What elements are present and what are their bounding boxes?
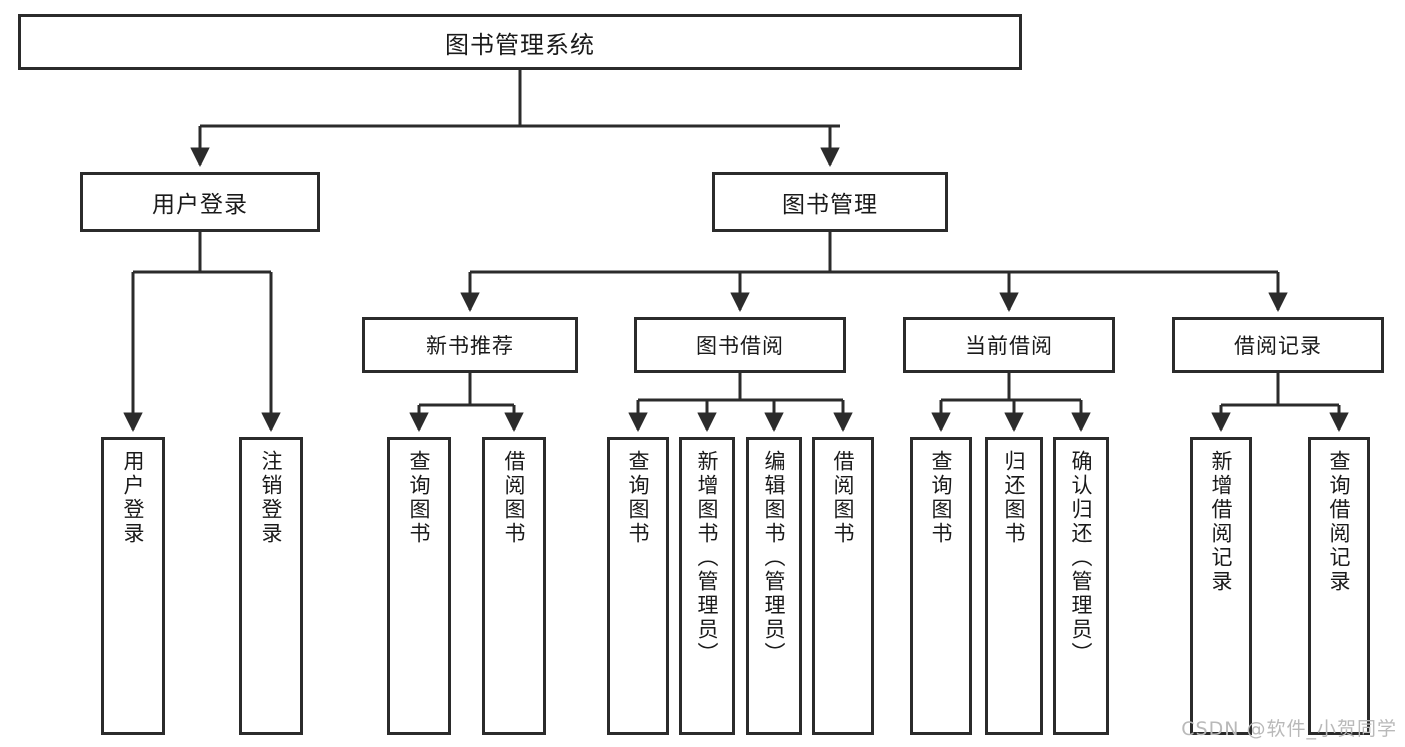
leaf-node-label: 借阅图书: [502, 450, 527, 546]
leaf-node-label: 查询借阅记录: [1327, 450, 1352, 594]
leaf-node-label: 编辑图书（管理员）: [762, 450, 787, 666]
level2-node-label: 用户登录: [152, 192, 248, 218]
leaf-node-11[interactable]: 新增借阅记录: [1190, 437, 1252, 735]
csdn-watermark: CSDN @软件_小贺同学: [1181, 718, 1397, 740]
leaf-node-0[interactable]: 用户登录: [101, 437, 165, 735]
leaf-node-label: 用户登录: [121, 450, 146, 546]
leaf-node-12[interactable]: 查询借阅记录: [1308, 437, 1370, 735]
leaf-node-5[interactable]: 新增图书（管理员）: [679, 437, 735, 735]
leaf-node-6[interactable]: 编辑图书（管理员）: [746, 437, 802, 735]
level3-node-label: 当前借阅: [965, 334, 1053, 358]
leaf-node-label: 查询图书: [407, 450, 432, 546]
leaf-node-label: 查询图书: [929, 450, 954, 546]
root-node-label: 图书管理系统: [445, 30, 595, 59]
leaf-node-label: 确认归还（管理员）: [1069, 450, 1094, 666]
leaf-node-label: 新增图书（管理员）: [695, 450, 720, 666]
leaf-node-label: 注销登录: [259, 450, 284, 546]
level3-node-label: 借阅记录: [1234, 334, 1322, 358]
level2-node-label: 图书管理: [782, 192, 878, 218]
leaf-node-9[interactable]: 归还图书: [985, 437, 1043, 735]
level3-node-label: 新书推荐: [426, 334, 514, 358]
leaf-node-1[interactable]: 注销登录: [239, 437, 303, 735]
level2-node-1[interactable]: 图书管理: [712, 172, 948, 232]
level3-node-1[interactable]: 图书借阅: [634, 317, 846, 373]
leaf-node-label: 归还图书: [1002, 450, 1027, 546]
level2-node-0[interactable]: 用户登录: [80, 172, 320, 232]
leaf-node-label: 查询图书: [626, 450, 651, 546]
level3-node-0[interactable]: 新书推荐: [362, 317, 578, 373]
leaf-node-label: 新增借阅记录: [1209, 450, 1234, 594]
level3-node-label: 图书借阅: [696, 334, 784, 358]
leaf-node-7[interactable]: 借阅图书: [812, 437, 874, 735]
leaf-node-4[interactable]: 查询图书: [607, 437, 669, 735]
leaf-node-2[interactable]: 查询图书: [387, 437, 451, 735]
leaf-node-label: 借阅图书: [831, 450, 856, 546]
leaf-node-8[interactable]: 查询图书: [910, 437, 972, 735]
level3-node-2[interactable]: 当前借阅: [903, 317, 1115, 373]
root-node[interactable]: 图书管理系统: [18, 14, 1022, 70]
leaf-node-10[interactable]: 确认归还（管理员）: [1053, 437, 1109, 735]
leaf-node-3[interactable]: 借阅图书: [482, 437, 546, 735]
level3-node-3[interactable]: 借阅记录: [1172, 317, 1384, 373]
